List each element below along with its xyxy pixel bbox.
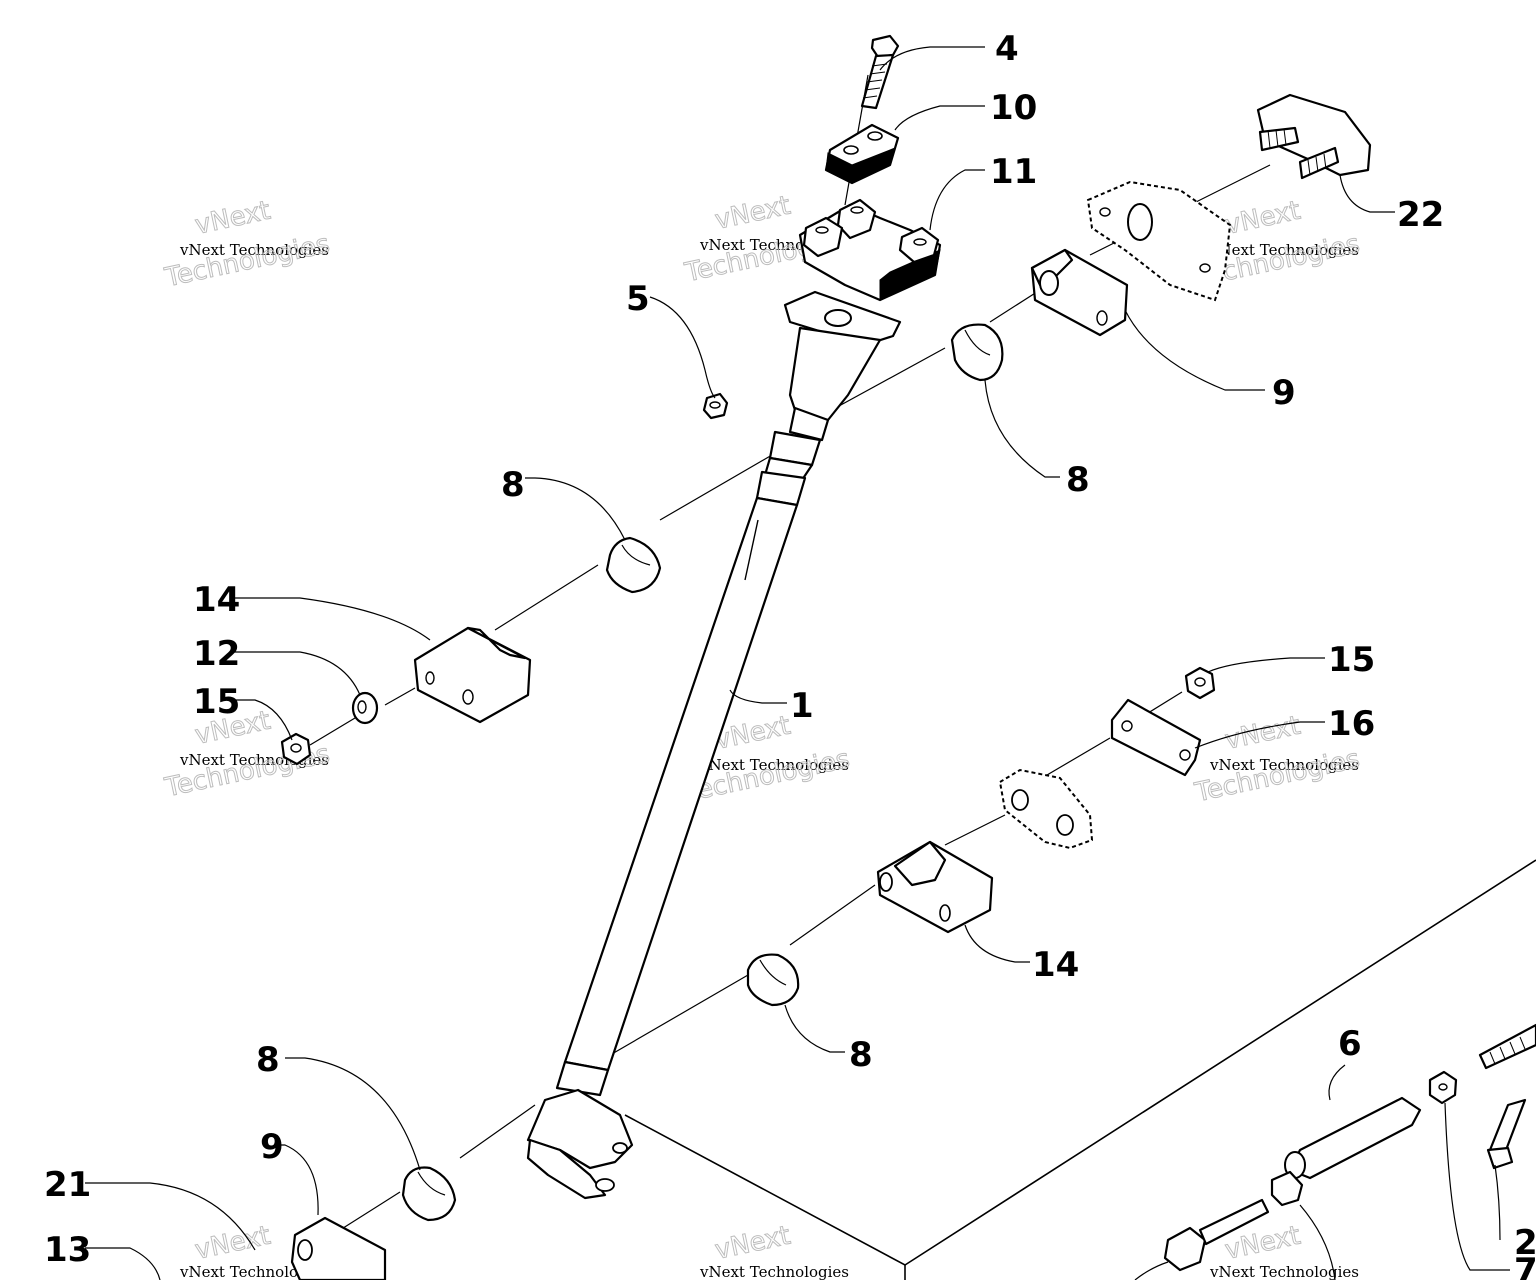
watermark-vnext: vNext bbox=[1222, 711, 1303, 756]
part-bolt-4 bbox=[860, 34, 900, 110]
callout-9-bottom: 9 bbox=[260, 1127, 284, 1167]
callout-14-left: 14 bbox=[193, 580, 240, 620]
watermark-text: vNext Technologies bbox=[1209, 1263, 1359, 1280]
watermark-text: vNext Technologies bbox=[1209, 241, 1359, 259]
part-bracket-dashed-middle bbox=[998, 768, 1094, 850]
callout-8-top-right: 8 bbox=[1066, 460, 1090, 500]
part-clamp-10 bbox=[824, 123, 900, 185]
watermark-text: vNext Technologies bbox=[179, 1263, 329, 1280]
watermark-technologies: Technologies bbox=[162, 229, 333, 293]
part-nut-15-b bbox=[1184, 666, 1216, 700]
part-bushing-8-d bbox=[401, 1166, 457, 1222]
watermark-vnext: vNext bbox=[1222, 196, 1303, 241]
callout-8-bottom-left: 8 bbox=[256, 1040, 280, 1080]
callout-4: 4 bbox=[995, 29, 1019, 69]
part-block-9-top bbox=[1030, 248, 1129, 337]
watermark-text: vNext Technologies bbox=[1209, 756, 1359, 774]
callout-8-left: 8 bbox=[501, 465, 525, 505]
watermark-vnext: vNext bbox=[192, 196, 273, 241]
watermark-vnext: vNext bbox=[712, 1221, 793, 1266]
callout-6: 6 bbox=[1338, 1024, 1362, 1064]
part-bushing-8-b bbox=[605, 536, 662, 594]
part-block-9-bottom bbox=[290, 1216, 387, 1280]
part-nut-15-a bbox=[280, 732, 312, 766]
callout-13: 13 bbox=[44, 1230, 91, 1270]
watermark-text: vNext Technologies bbox=[179, 241, 329, 259]
watermark-technologies: Technologies bbox=[1192, 744, 1363, 808]
part-locknut-5 bbox=[702, 392, 729, 420]
callout-16: 16 bbox=[1328, 704, 1375, 744]
watermark-vnext: vNext bbox=[712, 191, 793, 236]
frame-outline bbox=[624, 859, 1536, 1280]
callout-1: 1 bbox=[790, 686, 814, 726]
leader-lines bbox=[85, 46, 1510, 1280]
part-tierod-end bbox=[1163, 1170, 1304, 1272]
callout-labels: 4 10 11 22 5 9 8 8 14 12 15 1 15 16 14 8… bbox=[44, 29, 1536, 1280]
part-plate-22 bbox=[1256, 93, 1372, 180]
callout-7: 7 bbox=[1514, 1251, 1536, 1280]
callout-10: 10 bbox=[990, 88, 1037, 128]
callout-8-middle: 8 bbox=[849, 1035, 873, 1075]
callout-15-left: 15 bbox=[193, 682, 240, 722]
part-washer-12 bbox=[351, 691, 379, 725]
callout-21: 21 bbox=[44, 1165, 91, 1205]
callout-15-right: 15 bbox=[1328, 640, 1375, 680]
callout-14-middle: 14 bbox=[1032, 945, 1079, 985]
part-block-14-b bbox=[876, 840, 994, 934]
callout-5: 5 bbox=[626, 279, 650, 319]
callout-11: 11 bbox=[990, 152, 1037, 192]
part-block-14-a bbox=[413, 626, 532, 724]
callout-12: 12 bbox=[193, 634, 240, 674]
callout-9-top: 9 bbox=[1272, 373, 1296, 413]
callout-20: 20 bbox=[1514, 1223, 1536, 1263]
callout-22: 22 bbox=[1397, 195, 1444, 235]
part-bushing-8-c bbox=[746, 953, 800, 1007]
part-bolt-20 bbox=[1486, 1098, 1527, 1170]
watermark-text: vNext Technologies bbox=[699, 1263, 849, 1280]
watermark-vnext: vNext bbox=[192, 1221, 273, 1266]
part-nut-7 bbox=[1428, 1070, 1458, 1105]
part-tube-6 bbox=[1284, 1096, 1422, 1180]
part-block-11 bbox=[798, 198, 942, 302]
part-stud-right bbox=[1478, 1023, 1536, 1070]
part-bushing-8-a bbox=[950, 323, 1004, 382]
part-steering-post-1 bbox=[526, 290, 902, 1200]
part-plate-16 bbox=[1110, 698, 1202, 777]
part-bracket-dashed-top bbox=[1086, 180, 1232, 302]
watermark-text: vNext Technologies bbox=[699, 756, 849, 774]
